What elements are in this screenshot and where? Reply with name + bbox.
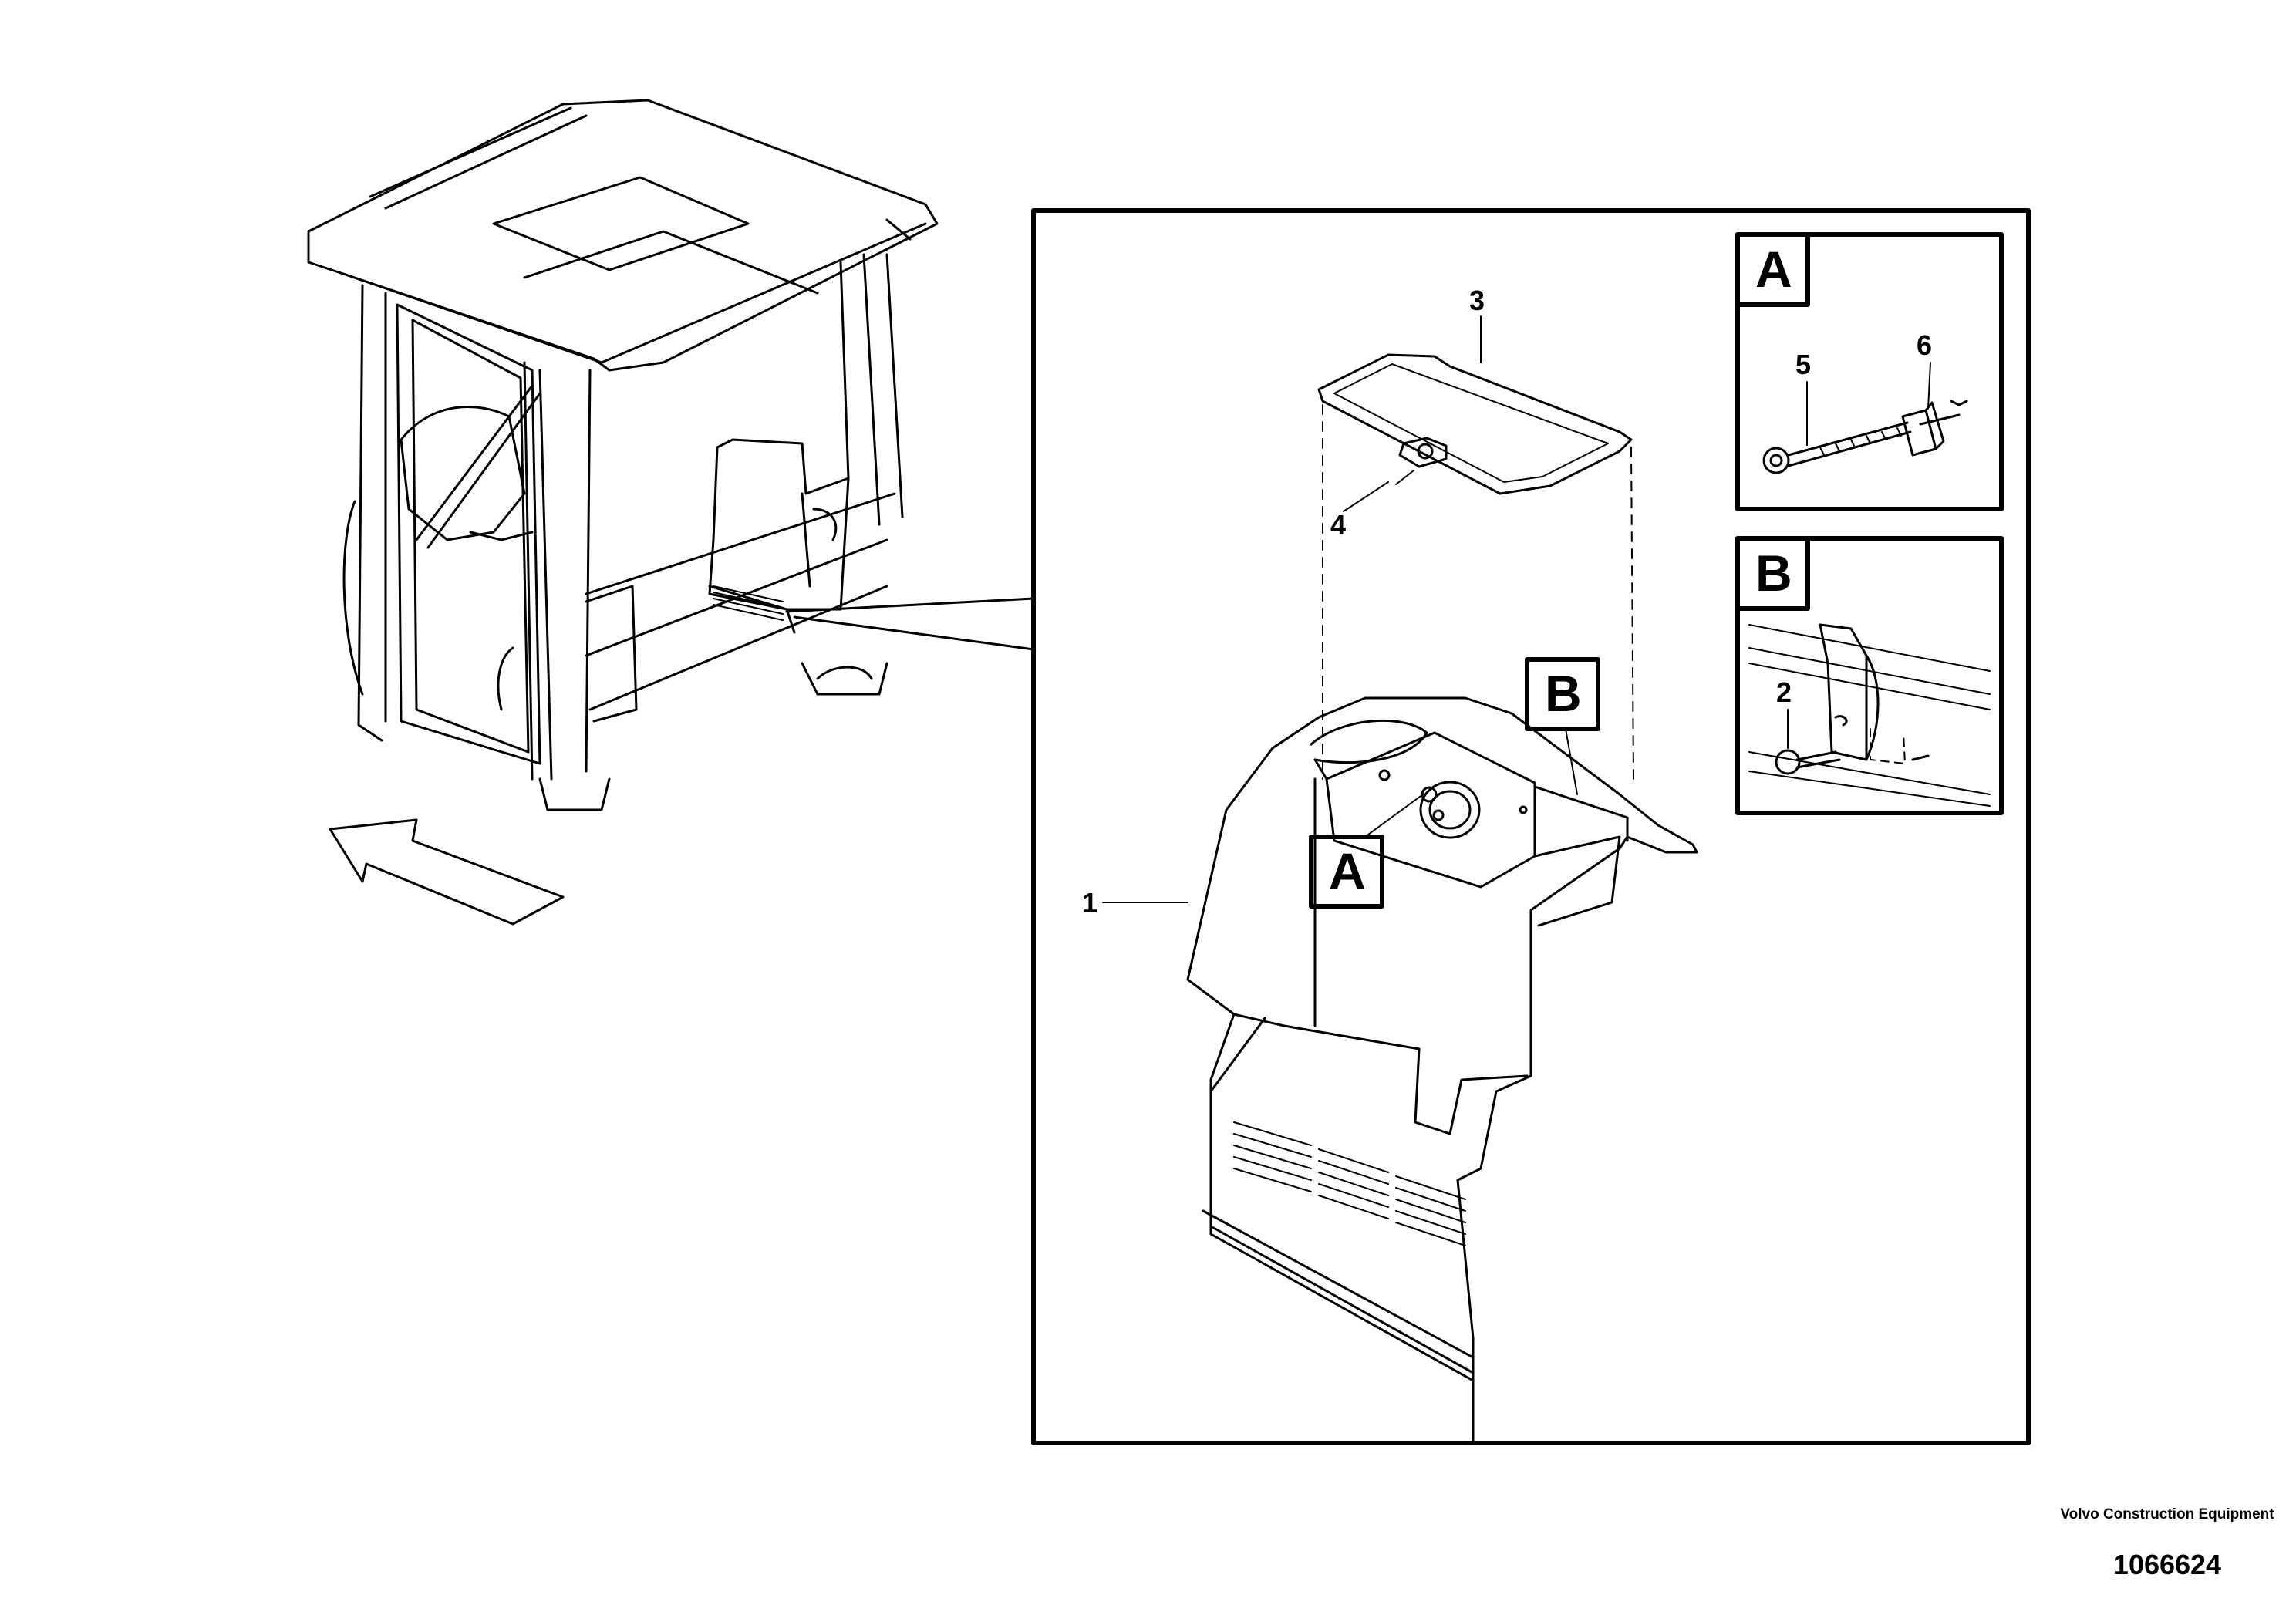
detail-inset-b xyxy=(1735,536,2004,815)
marker-a-box xyxy=(1309,835,1384,909)
callout-2: 2 xyxy=(1776,676,1792,708)
callout-5: 5 xyxy=(1795,349,1812,380)
heater-unit-on-cab xyxy=(708,438,850,611)
heater-grille xyxy=(1233,1121,1466,1246)
alignment-lines xyxy=(1322,404,1634,780)
zoom-leader xyxy=(785,597,1035,651)
callout-6: 6 xyxy=(1917,329,1933,361)
callout-3: 3 xyxy=(1469,285,1485,316)
marker-b-box xyxy=(1525,657,1600,731)
detail-frame xyxy=(1031,208,2031,1445)
callout-leaders xyxy=(1102,315,1482,903)
marker-b-label: B xyxy=(1545,665,1582,722)
marker-a-label: A xyxy=(1329,842,1366,899)
detail-inset-a xyxy=(1735,232,2004,511)
document-number: 1066624 xyxy=(2112,1549,2222,1580)
detail-a-fasteners xyxy=(1762,362,1968,474)
callout-1: 1 xyxy=(1082,887,1098,919)
cab-roof xyxy=(307,99,939,372)
operator-seat xyxy=(400,406,526,541)
company-name: Volvo Construction Equipment xyxy=(2060,1506,2274,1523)
detail-b-bracket xyxy=(1748,623,1991,807)
cab-door xyxy=(396,303,541,765)
cab-overview xyxy=(307,99,939,926)
detail-b-header: B xyxy=(1755,545,1792,602)
cab-frame xyxy=(357,284,383,742)
cover-plate xyxy=(1317,353,1633,495)
detail-a-header: A xyxy=(1755,241,1792,298)
heater-casing xyxy=(1186,696,1698,1444)
cab-floor xyxy=(585,492,896,595)
callout-4: 4 xyxy=(1330,509,1347,541)
front-direction-arrow xyxy=(329,818,565,926)
